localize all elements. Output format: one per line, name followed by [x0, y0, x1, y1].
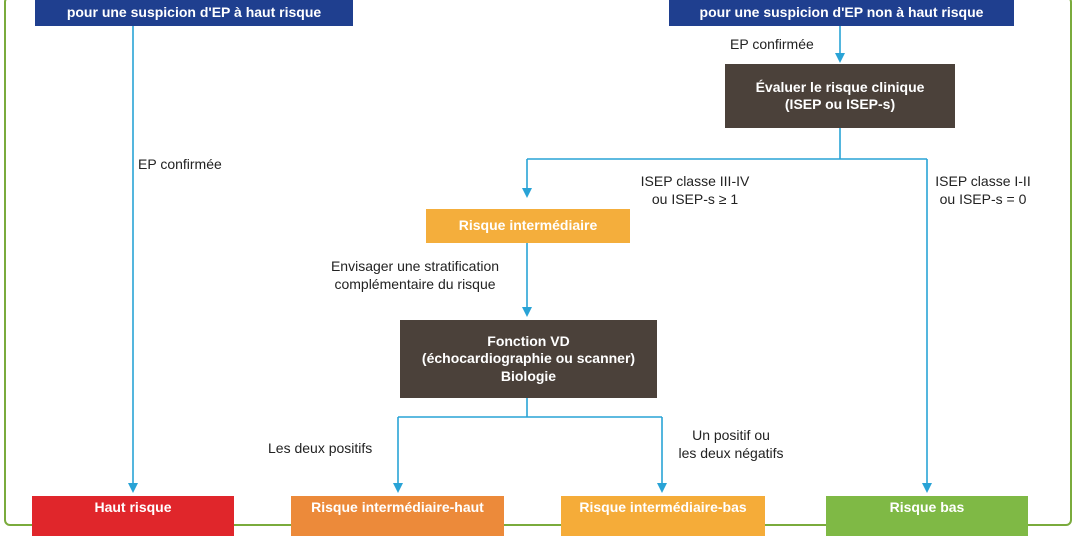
non-high-risk-suspicion-text: pour une suspicion d'EP non à haut risqu… — [699, 4, 984, 21]
consider-stratification-label: Envisager une stratification complémenta… — [330, 258, 500, 293]
low-risk-box: Risque bas — [826, 496, 1028, 536]
evaluate-clinical-risk-text: Évaluer le risque clinique (ISEP ou ISEP… — [755, 78, 925, 113]
high-risk-suspicion-text: pour une suspicion d'EP à haut risque — [66, 4, 322, 21]
high-risk-suspicion-box: pour une suspicion d'EP à haut risque — [35, 0, 353, 26]
intermediate-high-risk-box: Risque intermédiaire-haut — [291, 496, 504, 536]
ep-confirmed-right-label: EP confirmée — [730, 36, 814, 52]
rv-function-box: Fonction VD (échocardiographie ou scanne… — [400, 320, 657, 398]
both-positive-label: Les deux positifs — [268, 440, 373, 456]
non-high-risk-suspicion-box: pour une suspicion d'EP non à haut risqu… — [669, 0, 1014, 26]
intermediate-risk-text: Risque intermédiaire — [458, 217, 598, 234]
intermediate-high-risk-text: Risque intermédiaire-haut — [311, 499, 484, 515]
low-risk-text: Risque bas — [889, 499, 965, 515]
isep-class-3-4-label: ISEP classe III-IV ou ISEP-s ≥ 1 — [640, 173, 750, 208]
high-risk-box: Haut risque — [32, 496, 234, 536]
evaluate-clinical-risk-box: Évaluer le risque clinique (ISEP ou ISEP… — [725, 64, 955, 128]
ep-confirmed-left-label: EP confirmée — [138, 156, 222, 172]
high-risk-text: Haut risque — [94, 499, 172, 515]
intermediate-low-risk-text: Risque intermédiaire-bas — [579, 499, 747, 515]
intermediate-risk-box: Risque intermédiaire — [426, 209, 630, 243]
connector-arrows — [128, 26, 932, 493]
intermediate-low-risk-box: Risque intermédiaire-bas — [561, 496, 765, 536]
rv-function-text: Fonction VD (échocardiographie ou scanne… — [421, 332, 636, 384]
one-positive-label: Un positif ou les deux négatifs — [678, 427, 784, 462]
isep-class-1-2-label: ISEP classe I-II ou ISEP-s = 0 — [935, 173, 1031, 208]
